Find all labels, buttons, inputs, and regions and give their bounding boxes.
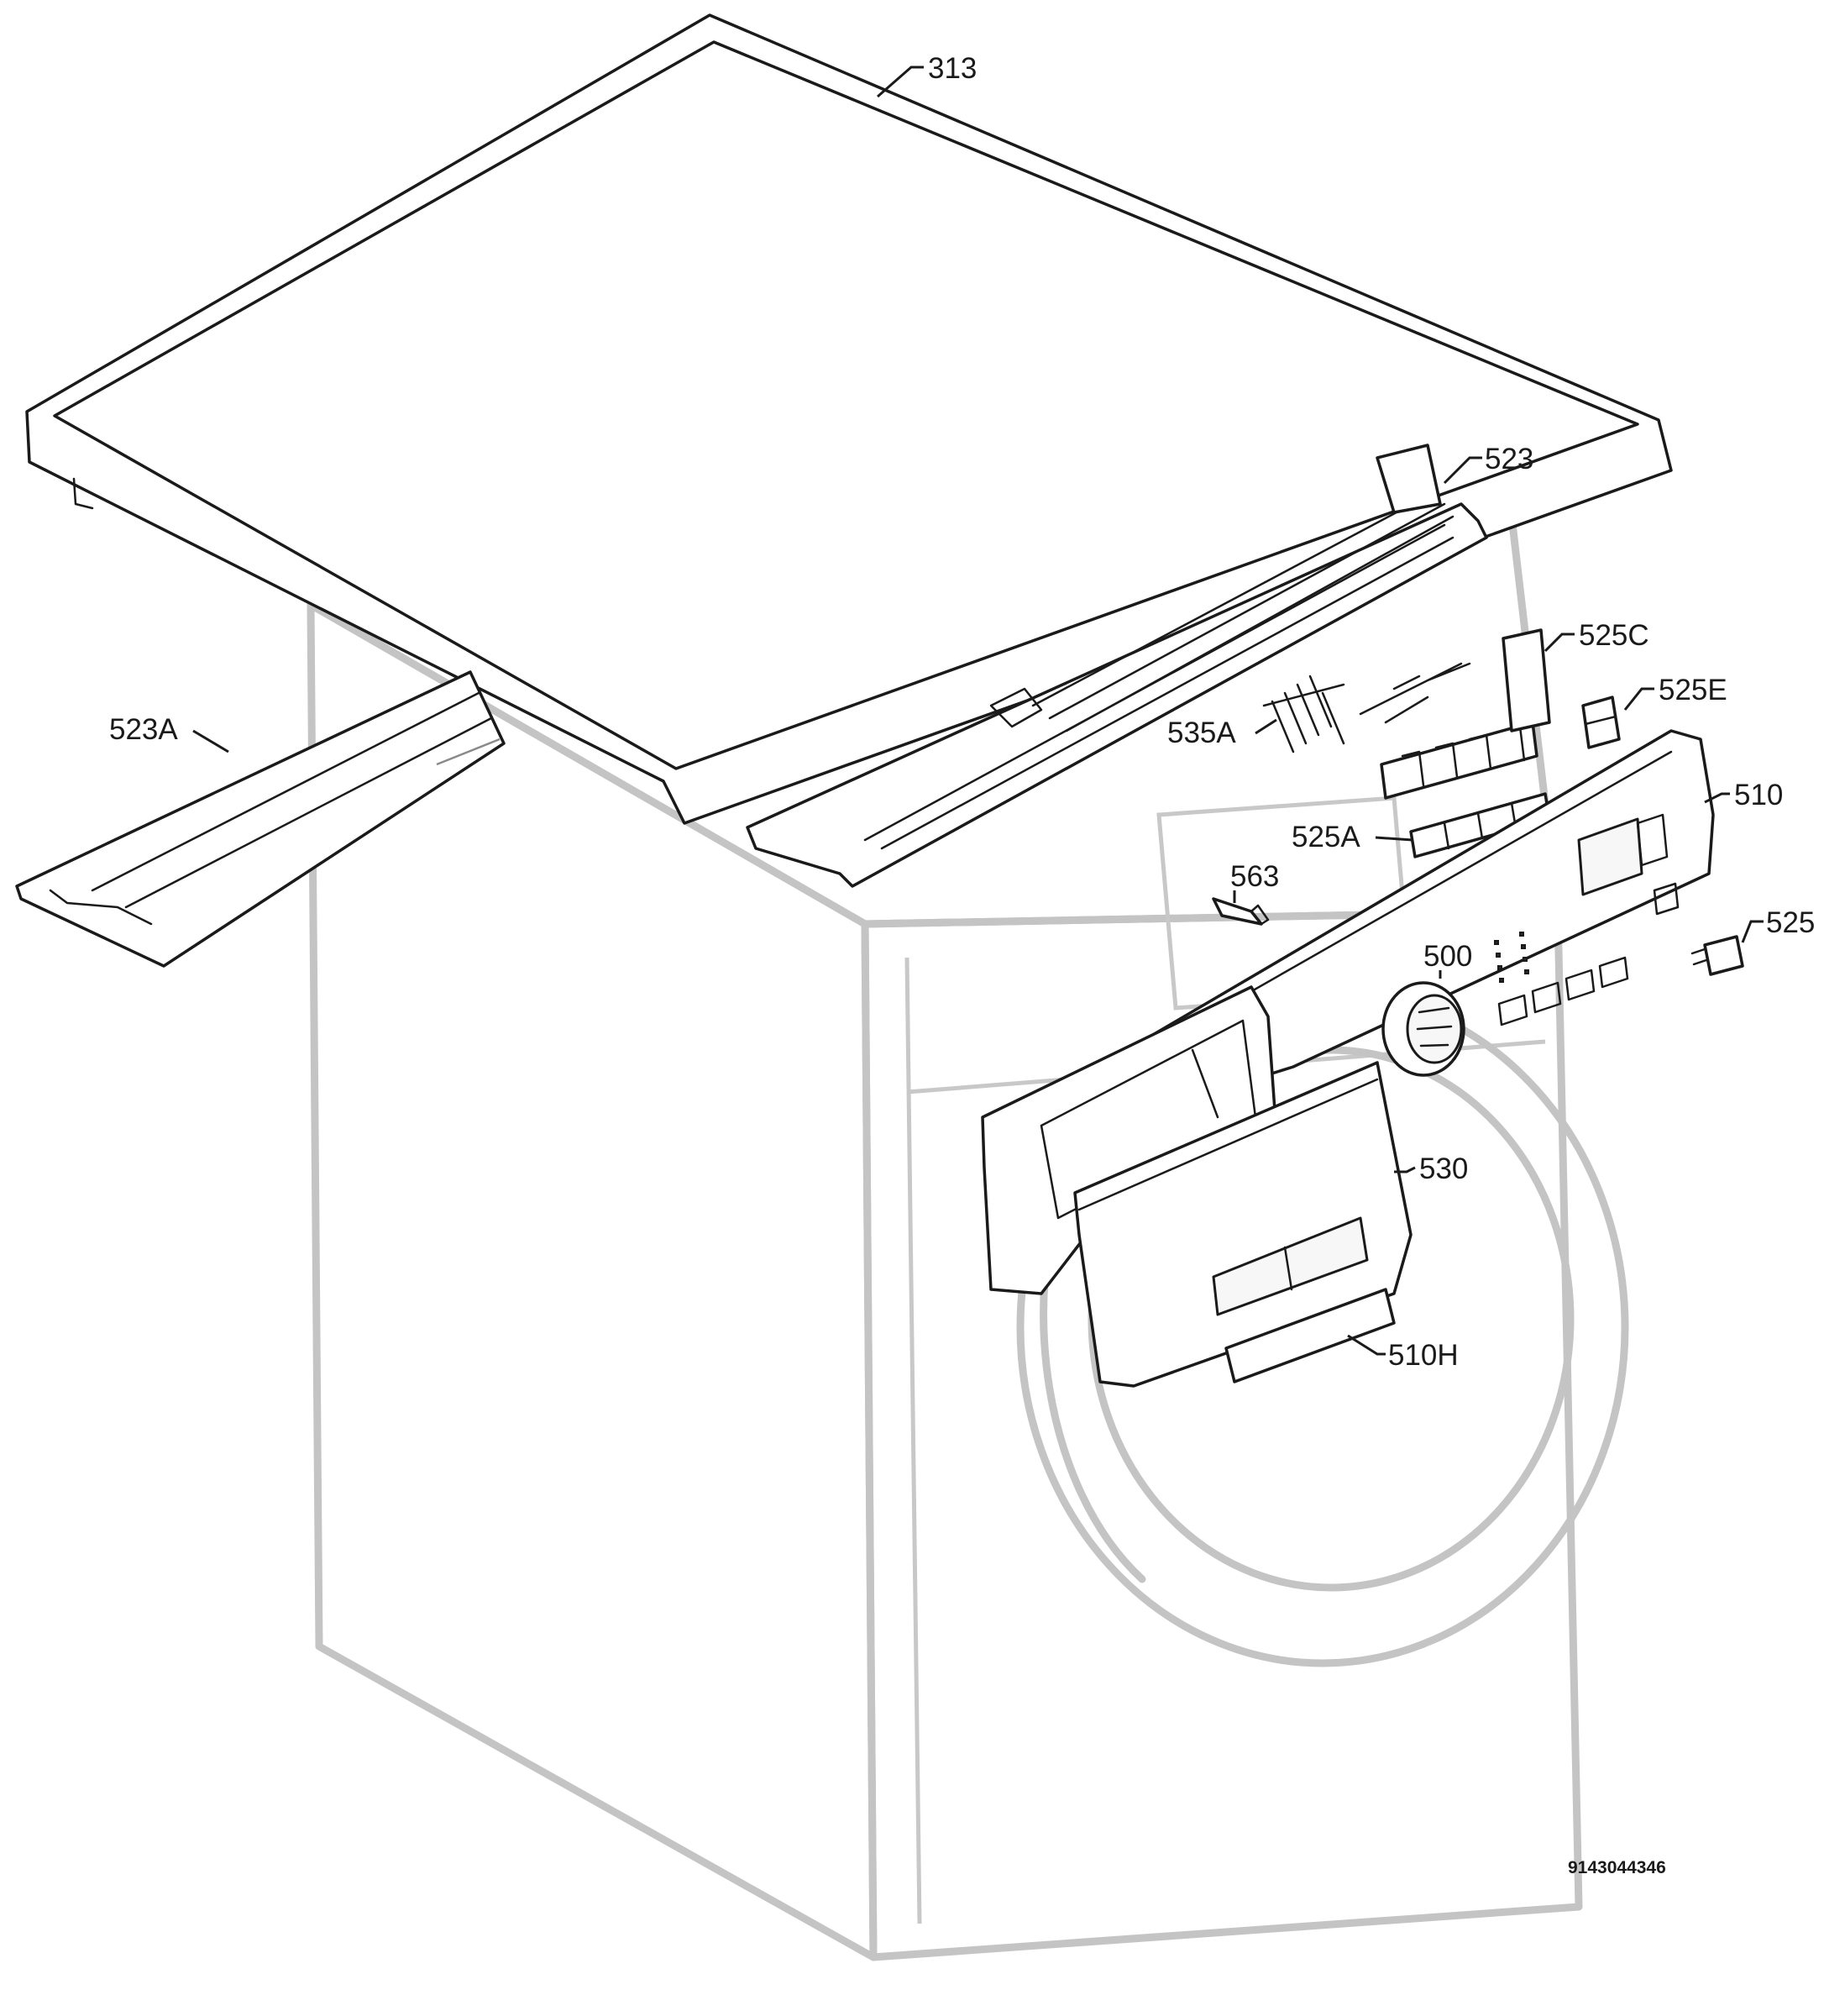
label-525E: 525E	[1659, 674, 1727, 706]
side-rail-lettering-mark	[436, 738, 501, 766]
leader-lines	[192, 66, 1764, 1356]
leader-510H	[1347, 1334, 1386, 1356]
light-guide-bar	[1262, 683, 1345, 707]
label-523: 523	[1485, 443, 1533, 475]
lid-front-edge	[28, 460, 686, 825]
leader-525	[1741, 920, 1764, 943]
lid-panel	[53, 40, 1639, 770]
button-525E-split	[1584, 715, 1617, 726]
handle-plate-body	[1224, 1288, 1396, 1383]
label-313: 313	[928, 52, 977, 85]
side-rail-rib-2	[124, 717, 493, 909]
switch-body	[1703, 935, 1744, 976]
label-523A: 523A	[109, 713, 178, 746]
leader-525A	[1375, 836, 1413, 842]
panel-led-column-2	[1519, 932, 1529, 974]
part-525E-button	[1581, 696, 1621, 749]
leader-530	[1394, 1166, 1416, 1173]
pin-head	[1250, 904, 1270, 926]
callout-labels: 313 523 523A 525C 525E 535A 510 525A 563…	[109, 52, 1815, 1372]
knob-grip	[1416, 1006, 1453, 1047]
leader-525C	[1544, 633, 1575, 653]
label-535A: 535A	[1167, 717, 1236, 749]
panel-button-row	[1497, 956, 1629, 1026]
panel-display-window	[1577, 817, 1643, 896]
part-525-switch	[1690, 935, 1744, 976]
label-500: 500	[1423, 940, 1472, 973]
label-530: 530	[1419, 1152, 1468, 1185]
label-563: 563	[1230, 860, 1279, 893]
drawer-handle-split	[1283, 1246, 1293, 1291]
panel-led-column-1	[1494, 940, 1504, 983]
cabinet-inner-edge	[904, 957, 922, 1924]
panel-display-buttons	[1636, 813, 1680, 916]
carrier-bracket	[1502, 628, 1551, 732]
part-563-pin	[1212, 897, 1270, 926]
dispenser-divider	[1191, 1048, 1219, 1119]
rail-rib-2	[880, 536, 1454, 850]
part-313-top-lid	[25, 13, 1673, 825]
side-rail-body	[15, 670, 506, 968]
leader-525E	[1623, 687, 1654, 711]
rail-rib-3	[1031, 490, 1438, 707]
drawer-handle	[1212, 1216, 1369, 1316]
label-510H: 510H	[1388, 1339, 1459, 1372]
knob-face	[1406, 994, 1463, 1064]
leader-313	[877, 66, 924, 98]
side-rail-rib-3	[49, 889, 153, 926]
light-guide-branches	[1359, 662, 1471, 724]
part-535A-light-guide	[1262, 662, 1471, 753]
part-523-rear-rail	[746, 444, 1488, 888]
carrier-body	[1380, 721, 1538, 800]
label-525: 525	[1766, 906, 1815, 939]
label-510: 510	[1734, 779, 1783, 811]
switch-prongs	[1690, 948, 1708, 966]
leader-523	[1443, 456, 1482, 485]
part-530-detergent-drawer	[1073, 1061, 1413, 1388]
side-rail-rib-1	[91, 691, 480, 892]
label-525A: 525A	[1292, 821, 1360, 853]
leader-523A	[192, 729, 229, 753]
leader-510	[1704, 792, 1730, 804]
part-510H-handle-plate	[1224, 1288, 1396, 1383]
carrier-slots	[1401, 725, 1526, 787]
lid-tab	[72, 477, 94, 510]
light-guide-rods	[1271, 675, 1345, 753]
part-525C-button-carrier	[1380, 628, 1551, 800]
rail-end-bracket	[1376, 444, 1442, 514]
document-number: 9143044346	[1568, 1858, 1666, 1877]
rail-rib-5	[1065, 515, 1454, 732]
part-523A-side-rail	[15, 670, 506, 968]
label-525C: 525C	[1579, 619, 1649, 652]
leader-535A	[1255, 718, 1277, 735]
rail-notch	[989, 687, 1043, 728]
drawer-top-edge	[1077, 1078, 1379, 1211]
rail-rib-4	[1048, 502, 1446, 720]
part-500-program-knob	[1381, 981, 1465, 1077]
button-525E-body	[1581, 696, 1621, 749]
